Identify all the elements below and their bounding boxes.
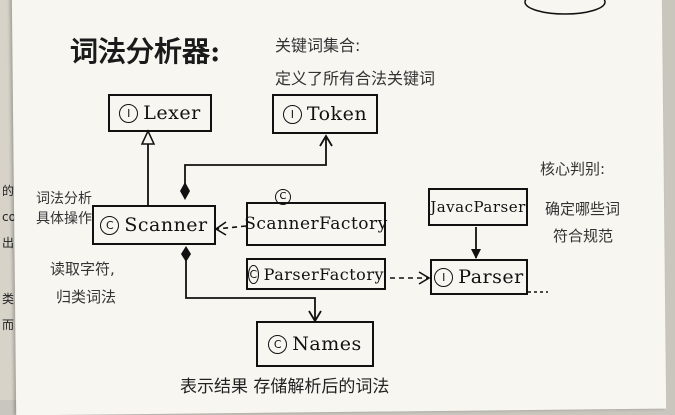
arrowhead xyxy=(418,271,431,285)
arrowhead xyxy=(214,221,227,236)
interface-marker-icon: I xyxy=(282,104,302,124)
interface-marker-icon: I xyxy=(119,103,139,123)
corner-scribble xyxy=(524,0,606,15)
annotation-parser-2: 确定哪些词 xyxy=(545,200,621,218)
parser-label: Parser xyxy=(458,266,524,288)
class-marker-icon: C xyxy=(248,264,259,284)
margin-book-text: 的 co 出 类 而 xyxy=(2,178,24,338)
annotation-parser-3: 符合规范 xyxy=(553,227,614,245)
diamond xyxy=(181,246,191,262)
lexer-label: Lexer xyxy=(143,102,201,124)
annotation-scanner-4: 归类词法 xyxy=(56,288,117,306)
edge-scanner-names xyxy=(185,258,316,320)
class-marker-icon: C xyxy=(275,189,291,205)
arrowhead xyxy=(471,249,481,259)
token-box: I Token xyxy=(272,94,378,134)
javac-parser-label: JavacParser xyxy=(430,198,526,216)
diamond xyxy=(180,182,190,200)
annotation-scanner-3: 读取字符, xyxy=(50,260,115,278)
diagram-connectors xyxy=(140,129,548,323)
annotation-keyword-set: 关键词集合: xyxy=(275,36,361,55)
parser-factory-box: C ParserFactory xyxy=(246,258,386,290)
scanner-box: C Scanner xyxy=(92,205,216,245)
annotation-keyword-set-desc: 定义了所有合法关键词 xyxy=(275,69,436,88)
arrowhead xyxy=(319,134,333,147)
class-marker-icon: C xyxy=(100,215,120,235)
scanner-label: Scanner xyxy=(124,214,208,236)
annotation-names: 表示结果 存储解析后的词法 xyxy=(180,377,390,397)
parser-factory-label: ParserFactory xyxy=(263,264,384,284)
margin-char: co xyxy=(2,210,16,224)
scanner-factory-label: ScannerFactory xyxy=(244,214,388,234)
open-triangle-arrow xyxy=(140,129,156,145)
margin-char: 的 xyxy=(2,184,15,198)
javac-parser-box: JavacParser xyxy=(428,188,528,226)
margin-char: 出 xyxy=(2,236,15,250)
class-marker-icon: C xyxy=(268,334,288,354)
lexer-box: I Lexer xyxy=(108,94,212,132)
interface-marker-icon: I xyxy=(434,267,454,287)
edge-scanner-token xyxy=(184,137,327,195)
names-box: C Names xyxy=(256,321,374,367)
margin-char: 类 xyxy=(2,292,15,306)
annotation-scanner-1: 词法分析 xyxy=(36,191,92,207)
annotation-scanner-2: 具体操作 xyxy=(36,211,92,227)
annotation-parser-1: 核心判别: xyxy=(540,160,606,178)
margin-char: 而 xyxy=(2,318,15,332)
token-label: Token xyxy=(306,103,368,125)
parser-box: I Parser xyxy=(430,259,528,295)
page-title: 词法分析器: xyxy=(70,35,221,68)
names-label: Names xyxy=(292,333,362,355)
scanner-factory-box: ScannerFactory xyxy=(244,202,388,246)
